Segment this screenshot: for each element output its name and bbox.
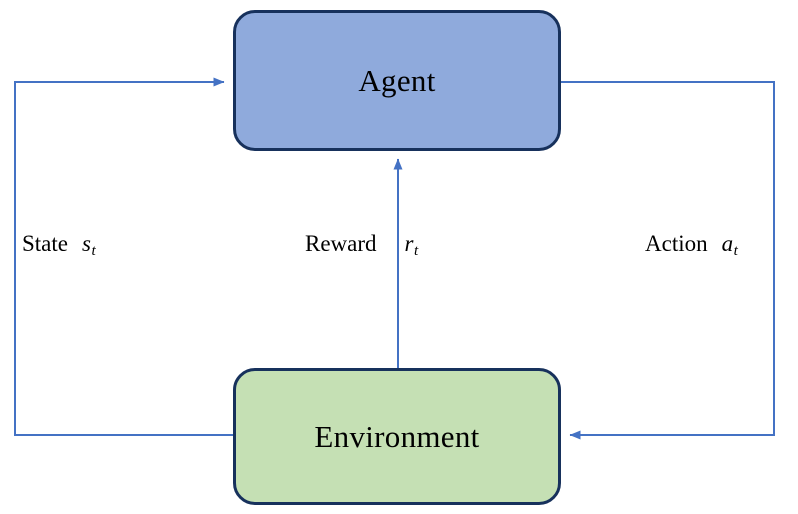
- action-label-symbol: at: [721, 231, 738, 260]
- state-label-subscript: t: [91, 242, 96, 260]
- state-label-word: State: [22, 231, 68, 256]
- action-edge-label: Action at: [645, 231, 738, 260]
- state-label-symbol: st: [82, 231, 96, 260]
- environment-node: Environment: [233, 368, 561, 505]
- reward-label-subscript: t: [413, 242, 419, 260]
- agent-node-label: Agent: [358, 63, 436, 98]
- state-connector: [14, 77, 233, 436]
- reward-edge-label: Reward rt: [305, 231, 418, 260]
- reward-label-word: Reward: [305, 231, 377, 256]
- action-label-word: Action: [645, 231, 708, 256]
- action-connector: [561, 81, 775, 440]
- reward-label-symbol: rt: [404, 231, 419, 260]
- action-label-subscript: t: [733, 242, 738, 260]
- environment-node-label: Environment: [314, 419, 480, 454]
- agent-node: Agent: [233, 10, 561, 151]
